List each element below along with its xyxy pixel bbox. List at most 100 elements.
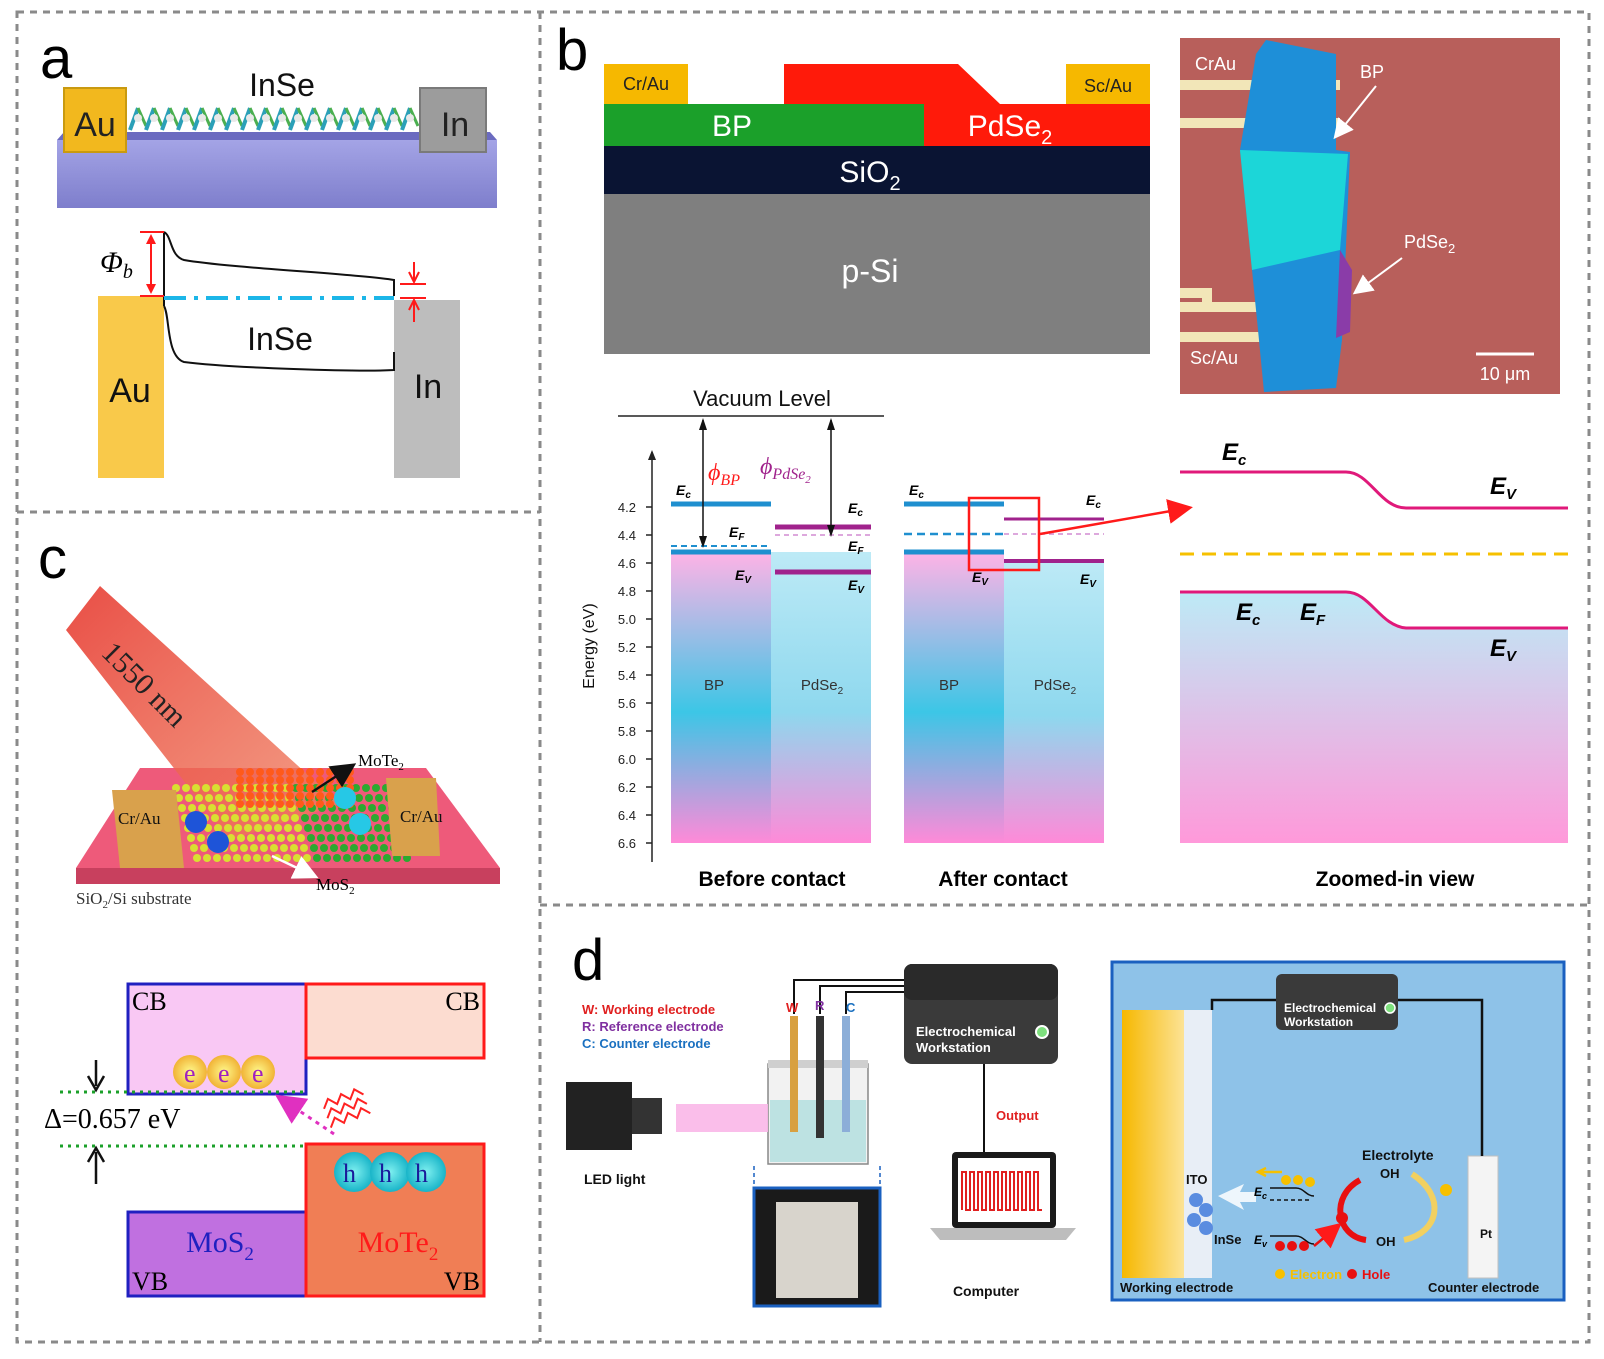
illuminated-atom [296,800,304,808]
cell-cb-curve [1270,1187,1315,1197]
lattice-atom [193,854,201,862]
lattice-atom [231,814,239,822]
inse-atom [214,114,222,122]
light-incidence-arrow [1218,1184,1256,1210]
illuminated-atom [256,800,264,808]
lattice-atom [362,784,370,792]
legend-reference: R: Reference electrode [582,1019,724,1034]
lattice-atom [294,824,302,832]
inse-bond [216,107,228,127]
energy-tick-label: 5.6 [618,696,636,711]
lattice-atom [291,814,299,822]
inse-device-label: InSe [249,67,315,103]
before-pdse2-ec-label: Ec [848,500,863,519]
lattice-atom [330,844,338,852]
lattice-atom [300,844,308,852]
in-contact-label: In [441,106,469,144]
lattice-atom [293,854,301,862]
illuminated-atom [326,768,334,776]
band-inse-label: InSe [247,321,313,357]
ito-layer [1184,1010,1212,1278]
lattice-atom [320,844,328,852]
illuminated-atom [256,776,264,784]
zoom-ec-top-label: Ec [1222,439,1247,469]
lattice-atom [350,844,358,852]
cb-electron-2-label: e [218,1059,230,1088]
inse-atom [262,114,270,122]
illuminated-atom [326,784,334,792]
cell-ev-label: Ev [1254,1233,1268,1249]
inse-bond [288,107,300,131]
zoom-ev-bottom-label: EV [1490,635,1518,665]
conduction-band-edge [163,231,395,296]
delta-down-arrow [86,1060,106,1093]
zoom-valence-band [1180,590,1568,630]
lattice-atom [254,824,262,832]
output-label: Output [996,1108,1039,1123]
illuminated-atom [246,776,254,784]
lattice-atom [240,844,248,852]
counter-electrode-rod [842,1016,850,1132]
cb-electrons: e e e [173,1055,275,1089]
before-pdse2-ev-label: EV [848,577,865,596]
cb-electron-1-label: e [184,1059,196,1088]
oh-bottom-label: OH [1376,1234,1396,1249]
heterojunction-lattice [172,768,411,862]
after-bp-ev-label: EV [972,569,989,588]
right-crau-label: Cr/Au [400,807,443,826]
inse-bond [128,107,140,131]
illuminated-atom [246,800,254,808]
delta-up-arrow [86,1145,106,1184]
illuminated-atom [326,792,334,800]
vb-hole-1-label: h [343,1159,356,1188]
energy-tick-label: 5.8 [618,724,636,739]
panel-d: d W: Working electrode R: Reference elec… [566,928,1566,1308]
lattice-atom [357,834,365,842]
inse-bond [192,107,204,131]
oh-top-label: OH [1380,1166,1400,1181]
lattice-atom [314,824,322,832]
illuminated-atom [236,784,244,792]
inse-bond [336,107,348,131]
lattice-atom [215,794,223,802]
lattice-atom [200,844,208,852]
legend-working: W: Working electrode [582,1002,715,1017]
lattice-atom [290,844,298,852]
light-beam [676,1104,768,1132]
lattice-atom [197,834,205,842]
pdse2-flake [1336,250,1352,338]
energy-tick-label: 6.6 [618,836,636,851]
lattice-atom [188,804,196,812]
lattice-atom [370,844,378,852]
lattice-atom [267,834,275,842]
inse-bond [264,107,276,127]
inse-bond [232,107,244,127]
inse-bond [400,107,412,131]
inse-atom [310,114,318,122]
right-crau-pad [386,778,440,856]
ito-label: ITO [1186,1172,1207,1187]
mos2-vb-label: VB [132,1267,168,1296]
au-contact-label: Au [74,106,116,144]
lattice-atom [225,794,233,802]
illuminated-atom [296,768,304,776]
band-in-label: In [414,368,442,406]
inse-atom [358,114,366,122]
after-pdse2-label: PdSe2 [1034,677,1077,697]
before-pdse2-label: PdSe2 [801,677,844,697]
illuminated-atom [236,768,244,776]
illuminated-atom [236,792,244,800]
mos2-pointer [271,854,319,879]
after-pdse2-ec-label: Ec [1086,492,1101,511]
mote2-label: MoTe2 [358,751,404,773]
lattice-atom [214,824,222,832]
cr-au-label: Cr/Au [623,74,669,94]
photo-pdse2-label: PdSe2 [1404,232,1455,256]
electrode-c-label: C [846,1000,856,1015]
au-contact [63,87,127,153]
zoom-ef-label: EF [1300,599,1326,629]
in-contact [419,87,487,153]
panel-label-c: c [38,526,67,591]
lattice-atom [371,814,379,822]
energy-tick-label: 6.0 [618,752,636,767]
